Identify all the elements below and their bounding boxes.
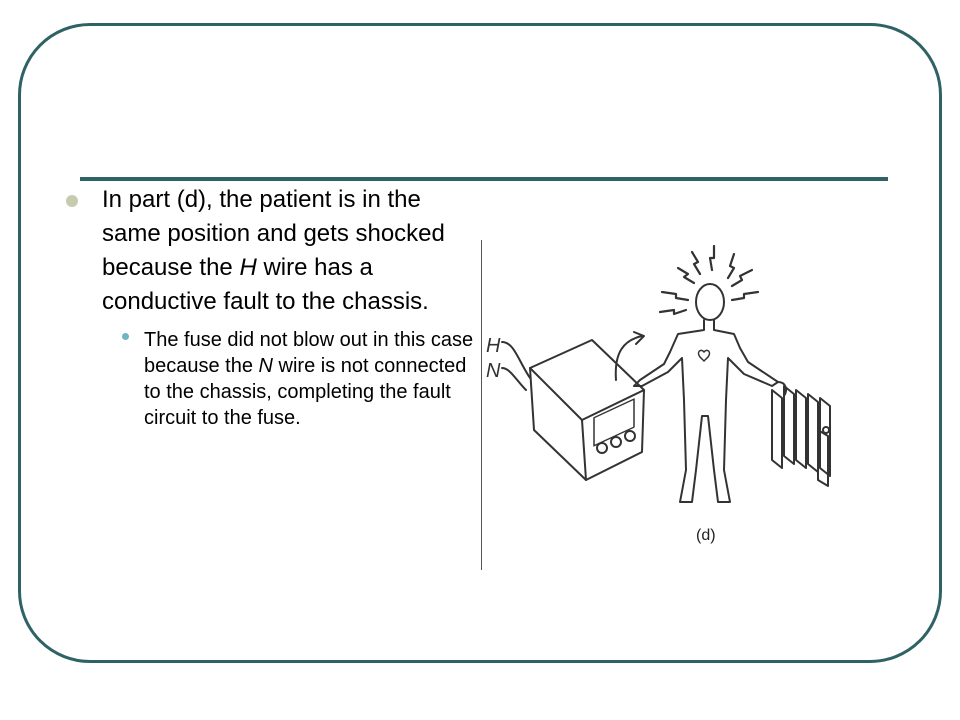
shock-diagram: H N bbox=[486, 244, 831, 544]
current-arrow bbox=[614, 335, 643, 381]
bullet-text-2: The fuse did not blow out in this case b… bbox=[144, 329, 474, 429]
sub-bullet-dot-icon bbox=[122, 333, 129, 340]
arrow-head-icon bbox=[633, 331, 645, 345]
shock-illustration: H N bbox=[481, 240, 852, 570]
patient-figure bbox=[633, 283, 779, 503]
shock-rays bbox=[658, 244, 760, 316]
bullet-level-1: In part (d), the patient is in the same … bbox=[66, 183, 476, 319]
equipment-chassis bbox=[529, 339, 645, 481]
wire-label-n: N bbox=[486, 360, 501, 382]
heart-icon bbox=[697, 349, 711, 362]
figure-caption: (d) bbox=[696, 527, 716, 544]
wire-label-h: H bbox=[486, 335, 501, 357]
h-wire bbox=[501, 341, 531, 379]
title-divider bbox=[80, 177, 888, 181]
n-wire bbox=[501, 367, 527, 391]
bullet-level-2: The fuse did not blow out in this case b… bbox=[66, 327, 476, 431]
radiator bbox=[771, 381, 831, 487]
bullet-dot-icon bbox=[66, 195, 78, 207]
slide-frame bbox=[18, 23, 942, 663]
bullet-list: In part (d), the patient is in the same … bbox=[66, 183, 476, 431]
bullet-text-1: In part (d), the patient is in the same … bbox=[102, 186, 445, 315]
